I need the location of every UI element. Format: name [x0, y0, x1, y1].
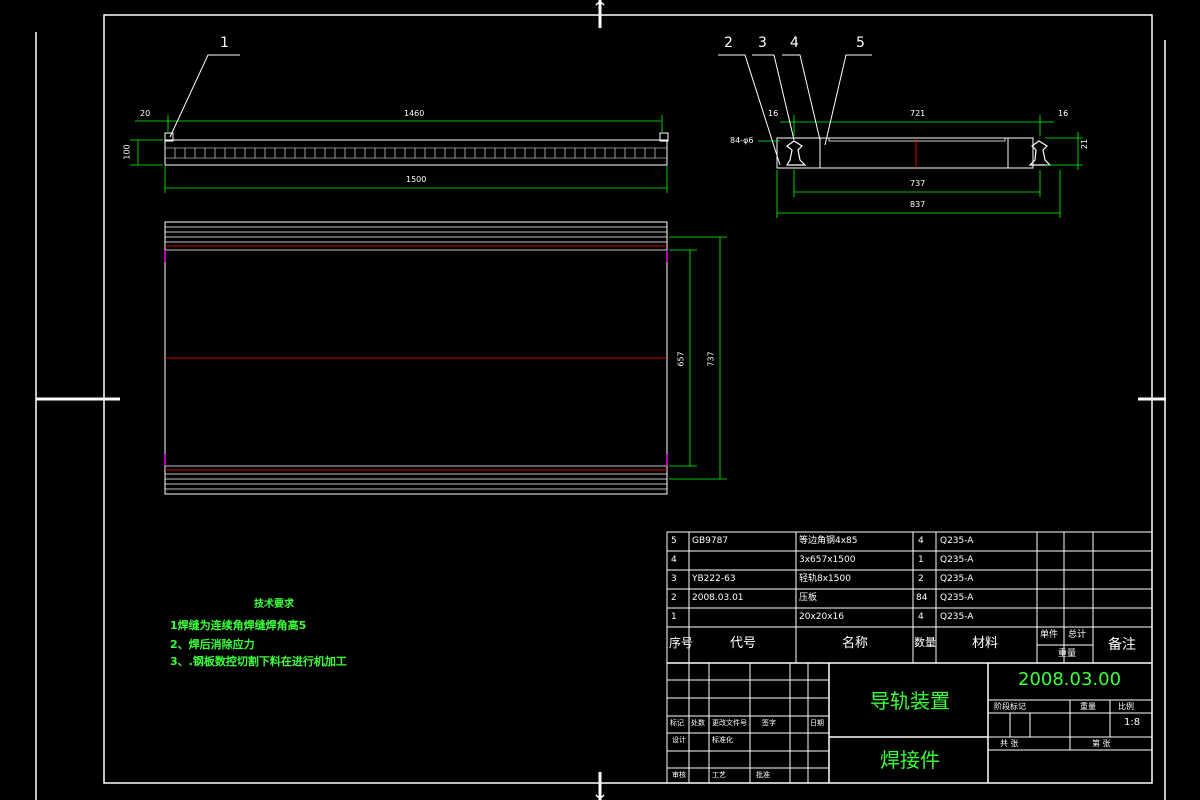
callout-4: 4 — [790, 35, 799, 51]
callout-1: 1 — [220, 35, 229, 51]
callout-3: 3 — [758, 35, 767, 51]
bom-row-2-name: 压板 — [799, 593, 818, 603]
label-sheet: 共 张 — [1000, 739, 1019, 748]
bom-header-name: 名称 — [842, 636, 869, 651]
dim-plan-inner: 657 — [676, 351, 686, 367]
bom-row-2-material: Q235-A — [940, 593, 974, 603]
bom-header-note: 备注 — [1108, 637, 1136, 653]
bom-row-1-no: 1 — [671, 612, 677, 622]
label-reviewer: 审核 — [672, 771, 686, 779]
callout-2: 2 — [724, 35, 733, 51]
drawing-name: 导轨装置 — [870, 689, 950, 713]
bom-header-weight: 重量 — [1058, 649, 1077, 659]
bom-row-3-material: Q235-A — [940, 574, 974, 584]
bom-row-1-name: 20x20x16 — [799, 612, 845, 622]
bom-header-code: 代号 — [730, 636, 757, 651]
label-date: 日期 — [810, 719, 824, 727]
bom-row-1-qty: 4 — [918, 612, 924, 622]
label-signature: 签字 — [762, 719, 776, 727]
callout-5: 5 — [856, 35, 865, 51]
dim-section-rail-height: 21 — [1080, 138, 1090, 150]
dim-plan-outer: 737 — [706, 351, 716, 367]
bom-row-5-name: 等边角钢4x85 — [799, 536, 858, 546]
tech-req-item-2: 2、焊后消除应力 — [170, 638, 255, 651]
section-view — [718, 54, 1083, 218]
bom-header-qty: 数量 — [914, 636, 936, 649]
label-count: 处数 — [691, 719, 705, 727]
bom-row-3-no: 3 — [671, 574, 677, 584]
bom-header-single: 单件 — [1040, 630, 1059, 640]
label-change-doc: 更改文件号 — [712, 719, 747, 727]
dim-section-rail-center: 737 — [910, 179, 926, 188]
label-stage-mark: 阶段标记 — [994, 702, 1026, 711]
bom-header-no: 序号 — [669, 636, 694, 650]
bom-row-4-material: Q235-A — [940, 555, 974, 565]
label-sheet-of: 第 张 — [1092, 739, 1111, 748]
dim-side-offset: 20 — [140, 109, 151, 118]
bom-row-5-qty: 4 — [918, 536, 924, 546]
bom-row-5-code: GB9787 — [692, 536, 729, 546]
side-view — [130, 54, 669, 193]
drawing-number: 2008.03.00 — [1018, 669, 1122, 690]
label-standardize: 标准化 — [712, 736, 733, 744]
bom-row-4-no: 4 — [671, 555, 677, 565]
bom-row-2-qty: 84 — [916, 593, 928, 603]
bom-header-material: 材料 — [972, 636, 999, 651]
label-approve: 批准 — [756, 771, 770, 779]
label-weight: 重量 — [1080, 702, 1096, 711]
dim-section-inner-span: 721 — [910, 109, 926, 118]
label-process: 工艺 — [712, 771, 726, 779]
bom-row-3-code: YB222-63 — [692, 574, 736, 584]
dim-section-hole-spec: 84-φ6 — [730, 136, 754, 145]
scale-value: 1:8 — [1124, 717, 1141, 728]
bom-row-5-material: Q235-A — [940, 536, 974, 546]
label-designer: 设计 — [672, 736, 686, 744]
plan-view — [164, 221, 727, 495]
tech-req-title: 技术要求 — [254, 599, 294, 610]
tech-req-item-3: 3、.钢板数控切割下料在进行机加工 — [170, 655, 347, 668]
bom-row-5-no: 5 — [671, 536, 677, 546]
dim-side-height: 100 — [122, 144, 132, 160]
bom-row-3-name: 轻轨8x1500 — [799, 574, 851, 584]
part-type: 焊接件 — [880, 748, 940, 772]
bom-row-4-name: 3x657x1500 — [799, 555, 856, 565]
bom-row-4-qty: 1 — [918, 555, 924, 565]
dim-section-right-gap: 16 — [1058, 109, 1069, 118]
dim-section-overall: 837 — [910, 200, 926, 209]
title-block-frame — [666, 531, 1153, 784]
bom-row-1-material: Q235-A — [940, 612, 974, 622]
bom-header-total: 总计 — [1068, 630, 1087, 640]
dim-section-left-gap: 16 — [768, 109, 779, 118]
dim-side-total: 1500 — [406, 175, 427, 184]
bom-row-2-no: 2 — [671, 593, 677, 603]
tech-req-item-1: 1焊缝为连续角焊缝焊角高5 — [170, 619, 307, 632]
bom-row-2-code: 2008.03.01 — [692, 593, 744, 603]
label-mark: 标记 — [670, 719, 684, 727]
label-scale: 比例 — [1118, 702, 1134, 711]
bom-row-3-qty: 2 — [918, 574, 924, 584]
dim-side-length: 1460 — [404, 109, 425, 118]
centering-marks — [36, 0, 1166, 800]
